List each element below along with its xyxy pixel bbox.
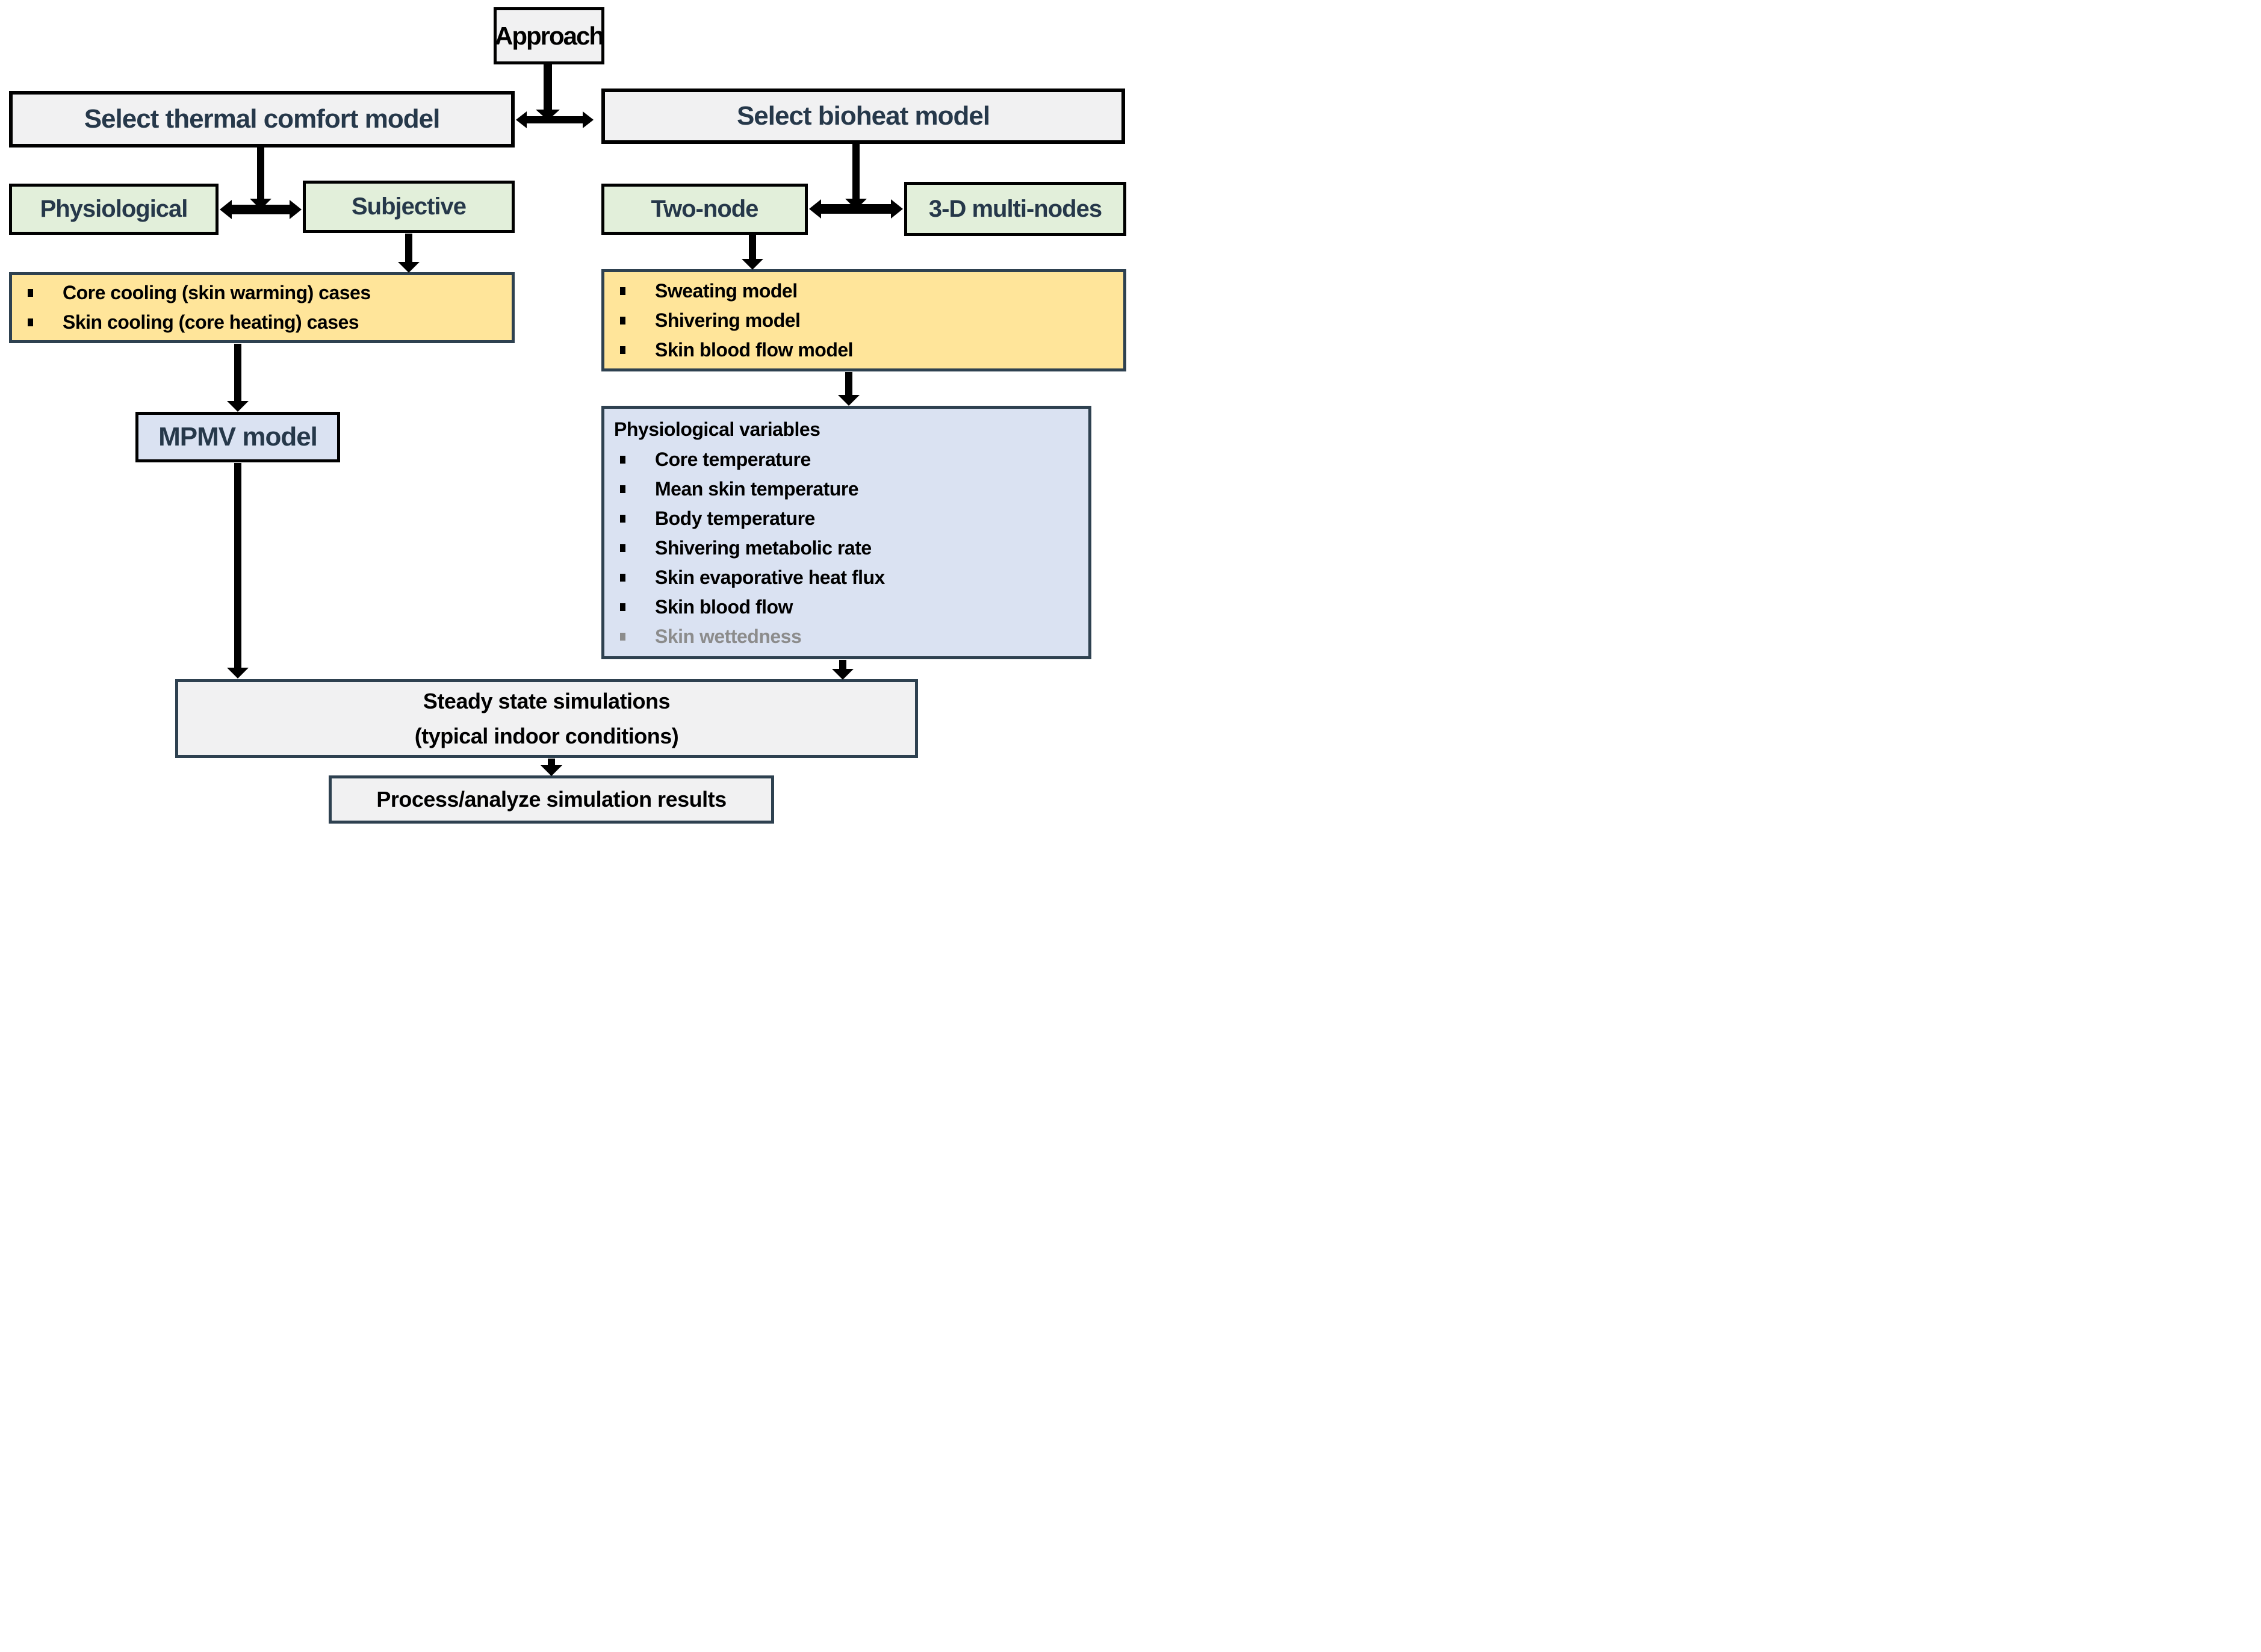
subjective-label: Subjective xyxy=(351,193,467,220)
list-item: Shivering metabolic rate xyxy=(604,533,1088,563)
two-node-node: Two-node xyxy=(601,184,808,235)
bullet-icon xyxy=(620,287,625,295)
arrow-headers-double xyxy=(516,111,594,128)
bullet-icon xyxy=(620,574,625,582)
case-label: Skin cooling (core heating) cases xyxy=(63,311,359,333)
arrow-steady-to-process xyxy=(541,759,562,776)
model-label: Sweating model xyxy=(655,279,798,302)
select-thermal-comfort-model-label: Select thermal comfort model xyxy=(84,104,441,134)
select-thermal-comfort-model-node: Select thermal comfort model xyxy=(9,91,515,148)
arrow-subjective-down xyxy=(398,234,420,273)
variable-label: Core temperature xyxy=(655,449,811,470)
bullet-icon xyxy=(620,603,625,611)
mpmv-model-node: MPMV model xyxy=(135,412,340,462)
bullet-icon xyxy=(620,515,625,523)
variable-label: Shivering metabolic rate xyxy=(655,537,872,559)
comfort-cases-box: Core cooling (skin warming) cases Skin c… xyxy=(9,272,515,343)
arrow-approach-down xyxy=(536,64,560,120)
variable-label: Skin blood flow xyxy=(655,596,793,618)
case-label: Core cooling (skin warming) cases xyxy=(63,282,371,303)
approach-label: Approach xyxy=(495,21,604,50)
model-label: Skin blood flow model xyxy=(655,338,854,361)
arrow-thermal-down xyxy=(250,148,271,210)
subjective-node: Subjective xyxy=(303,181,515,233)
arrow-twonode-down xyxy=(742,235,763,270)
variable-label: Skin evaporative heat flux xyxy=(655,567,885,588)
list-item: Skin blood flow model xyxy=(604,335,1123,365)
approach-node: Approach xyxy=(494,7,604,64)
list-item: Skin blood flow xyxy=(604,592,1088,622)
bullet-icon xyxy=(620,346,625,354)
flowchart-canvas: Approach Select thermal comfort model Se… xyxy=(0,0,1130,826)
steady-state-line2: (typical indoor conditions) xyxy=(414,723,679,748)
variable-label: Body temperature xyxy=(655,508,815,529)
arrow-bioheat-down xyxy=(845,144,867,210)
bullet-icon xyxy=(620,456,625,464)
steady-state-simulations-node: Steady state simulations (typical indoor… xyxy=(175,679,918,758)
list-item: Core temperature xyxy=(604,445,1088,474)
physiological-node: Physiological xyxy=(9,184,219,235)
process-results-label: Process/analyze simulation results xyxy=(376,787,727,812)
bioheat-models-box: Sweating model Shivering model Skin bloo… xyxy=(601,269,1126,371)
bullet-icon xyxy=(620,544,625,552)
variables-title: Physiological variables xyxy=(614,418,820,440)
arrow-models-to-variables xyxy=(838,372,860,406)
two-node-label: Two-node xyxy=(651,196,759,222)
list-item: Shivering model xyxy=(604,306,1123,335)
list-item: Core cooling (skin warming) cases xyxy=(12,278,512,308)
bullet-icon xyxy=(28,318,33,326)
arrow-variables-to-steady xyxy=(832,660,854,680)
arrow-cases-to-mpmv xyxy=(227,344,249,412)
3d-multi-nodes-node: 3-D multi-nodes xyxy=(904,182,1126,236)
list-item: Skin evaporative heat flux xyxy=(604,563,1088,592)
process-results-node: Process/analyze simulation results xyxy=(329,775,774,824)
bullet-icon xyxy=(620,485,625,493)
select-bioheat-model-node: Select bioheat model xyxy=(601,88,1125,144)
model-label: Shivering model xyxy=(655,309,801,331)
arrow-physiological-subjective-double xyxy=(220,200,302,219)
list-item: Body temperature xyxy=(604,504,1088,533)
variable-label: Mean skin temperature xyxy=(655,478,859,500)
list-item: Sweating model xyxy=(604,276,1123,306)
3d-multi-nodes-label: 3-D multi-nodes xyxy=(928,195,1102,222)
arrow-twonode-multinodes-double xyxy=(809,199,903,219)
bullet-icon xyxy=(620,633,625,641)
list-item-muted: Skin wettedness xyxy=(604,622,1088,651)
arrow-mpmv-to-steady xyxy=(227,463,249,678)
bullet-icon xyxy=(620,316,625,324)
physiological-variables-box: Physiological variables Core temperature… xyxy=(601,406,1091,659)
select-bioheat-model-label: Select bioheat model xyxy=(736,101,990,131)
bullet-icon xyxy=(28,289,33,297)
list-item: Mean skin temperature xyxy=(604,474,1088,504)
steady-state-line1: Steady state simulations xyxy=(423,688,671,713)
variable-label: Skin wettedness xyxy=(655,626,802,647)
mpmv-model-label: MPMV model xyxy=(158,422,318,452)
physiological-label: Physiological xyxy=(40,196,188,222)
list-item: Skin cooling (core heating) cases xyxy=(12,308,512,337)
